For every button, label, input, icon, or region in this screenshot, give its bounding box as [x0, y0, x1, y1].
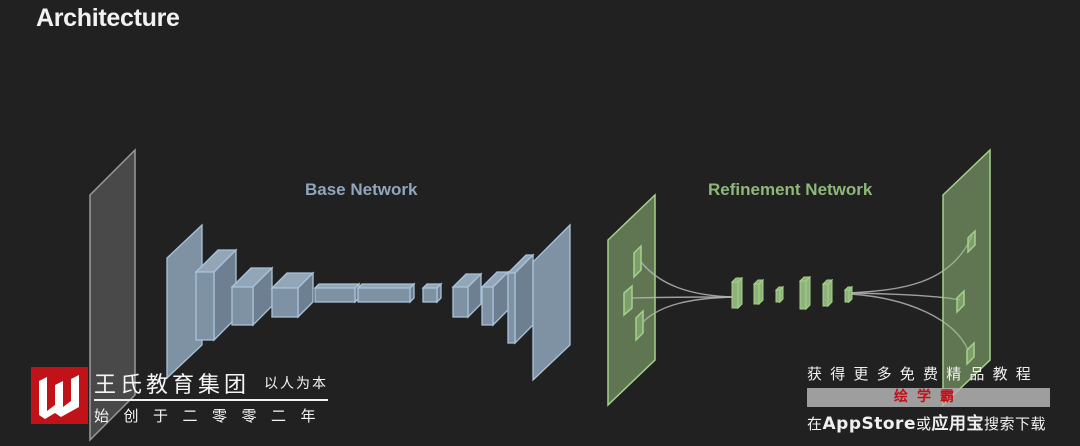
refine-layer-block — [798, 275, 812, 311]
base-layer-block — [270, 271, 315, 319]
base-layer-block — [421, 282, 443, 304]
base-layer-block — [451, 272, 483, 319]
base-layer-block — [356, 282, 416, 304]
refine-layer-block — [730, 276, 744, 310]
refine-output-plane — [942, 148, 991, 407]
base-network — [166, 223, 571, 382]
watermark-right: 获得更多免费精品教程 绘学霸 在AppStore或应用宝搜索下载 — [807, 363, 1050, 434]
base-layer-block — [313, 282, 361, 304]
refinement-network — [607, 148, 991, 407]
promo-pre: 在 — [807, 415, 823, 433]
refine-patches — [623, 244, 644, 342]
promo-brand: 绘学霸 — [807, 388, 1050, 407]
promo-appstore: AppStore — [822, 414, 916, 434]
refinement-network-label: Refinement Network — [708, 180, 873, 199]
slide-title: Architecture — [36, 4, 180, 32]
brand-name: 王氏教育集团 — [94, 373, 251, 398]
refine-curve — [640, 261, 736, 298]
promo-line1: 获得更多免费精品教程 — [807, 365, 1040, 383]
promo-or: 或 — [915, 415, 932, 433]
base-layer-block — [480, 270, 510, 327]
brand-divider — [94, 399, 328, 401]
refine-layer-block — [821, 278, 834, 308]
promo-post: 搜索下载 — [984, 415, 1047, 433]
brand-motto: 以人为本 — [264, 376, 328, 392]
brand-founded: 始创于二零零二年 — [94, 407, 331, 425]
promo-line3: 在AppStore或应用宝搜索下载 — [807, 409, 1050, 434]
refine-layer-block — [843, 285, 854, 304]
refine-layer-block — [752, 278, 765, 306]
base-output-plane — [532, 223, 571, 382]
refine-curve — [642, 296, 736, 323]
wangshi-logo — [31, 367, 88, 424]
refine-layer-block — [774, 285, 785, 304]
base-network-label: Base Network — [305, 180, 418, 199]
promo-yingyongbao: 应用宝 — [931, 414, 984, 434]
base-layer-block — [230, 266, 274, 327]
output-patches — [956, 229, 976, 366]
base-layer-block — [506, 253, 535, 345]
base-input-plane — [166, 223, 203, 380]
input-plane — [89, 148, 136, 442]
